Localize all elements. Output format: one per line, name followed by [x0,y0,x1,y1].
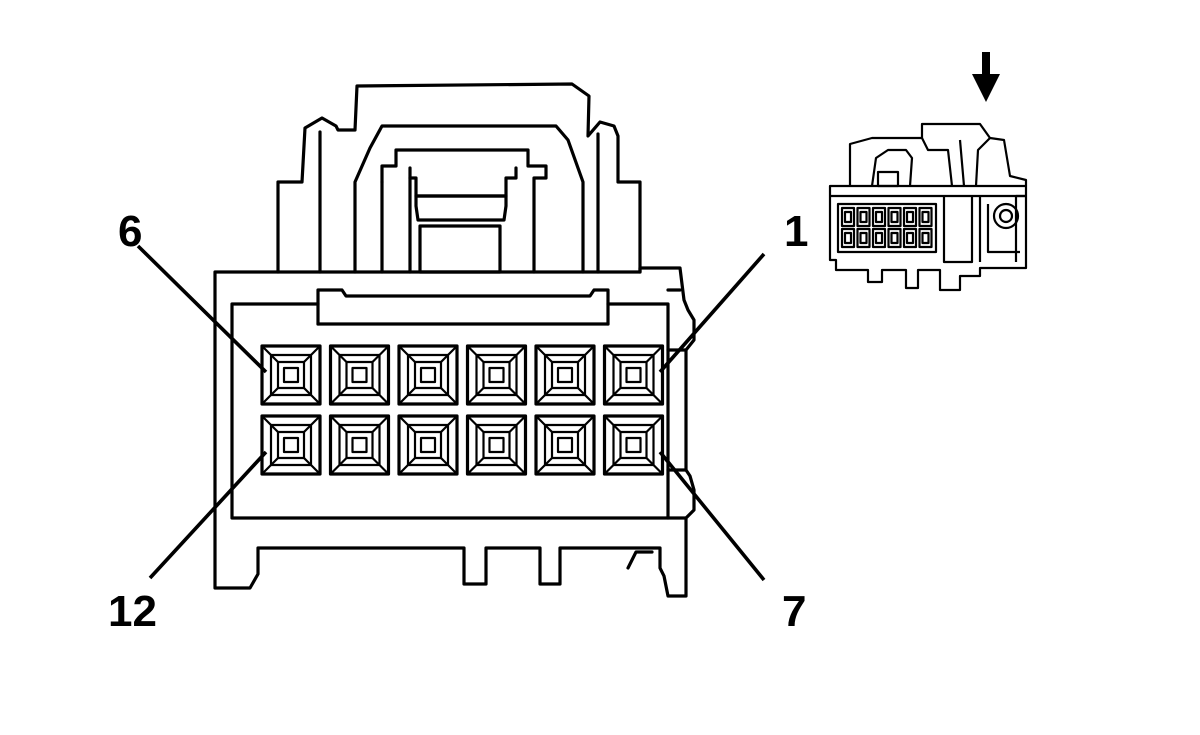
leader-line-pin-6 [136,244,268,374]
inset-cavity [918,227,933,249]
pin-cavity-5 [328,344,391,406]
latch-tab [414,194,508,222]
latch-window [418,224,502,274]
pin-cavity-11 [328,414,391,476]
inset-latch-window [876,170,900,188]
pin-cavity-10 [397,414,459,476]
pin-label-6: 6 [118,207,142,256]
pin-cavity-6 [260,344,322,406]
inset-cavity [856,227,871,249]
bottom-foot-right [626,550,654,570]
side-clip [666,288,688,520]
connector-face-view [213,82,696,598]
connector-inset-view [828,52,1028,292]
inset-top-detail [870,137,991,187]
inset-cavity [871,206,887,228]
inset-side-boss-inner [998,208,1014,224]
inset-cavity [887,227,902,249]
inset-side-boss [992,202,1020,230]
inset-cavity [902,206,918,228]
pin-label-7: 7 [782,587,806,636]
pin-cavity-3 [465,344,528,406]
pin-cavity-grid [260,344,665,476]
leader-line-pin-12 [148,450,268,580]
inset-front-body [828,184,1028,292]
pin-label-12: 12 [108,587,157,636]
latch-tab-top [408,166,518,198]
pin-cavity-9 [465,414,528,476]
leader-line-pin-1 [658,252,766,374]
leader-line-pin-7 [658,450,766,582]
pin-cavity-7 [602,414,665,476]
pin-cavity-4 [397,344,459,406]
latch-arch [353,124,585,274]
latch-bar [380,148,548,274]
inset-cavity [840,206,856,228]
latch-bar-left [380,176,412,274]
pin-cavity-1 [602,344,665,406]
inset-side-block [942,194,1026,264]
pin-cavity-8 [534,414,596,476]
arrow-down-icon [972,52,1000,102]
inset-cavity [871,227,887,249]
connector-latch-outline [276,82,642,274]
leader-lines [136,244,766,582]
inset-top-housing [848,122,1028,186]
pin-label-1: 1 [784,207,808,256]
pin-cavity-12 [260,414,322,476]
connector-latch-inner [318,130,600,274]
inset-cavity-frame [836,202,938,254]
inset-cavity [902,227,918,249]
pin-cavity-2 [534,344,596,406]
inset-cavity [918,206,933,228]
inset-cavity [840,227,856,249]
inset-cavity [887,206,902,228]
connector-body-outline [213,266,696,598]
inset-cavity-grid [840,206,933,249]
inset-cavity [856,206,871,228]
inset-side-rib [986,204,1020,254]
